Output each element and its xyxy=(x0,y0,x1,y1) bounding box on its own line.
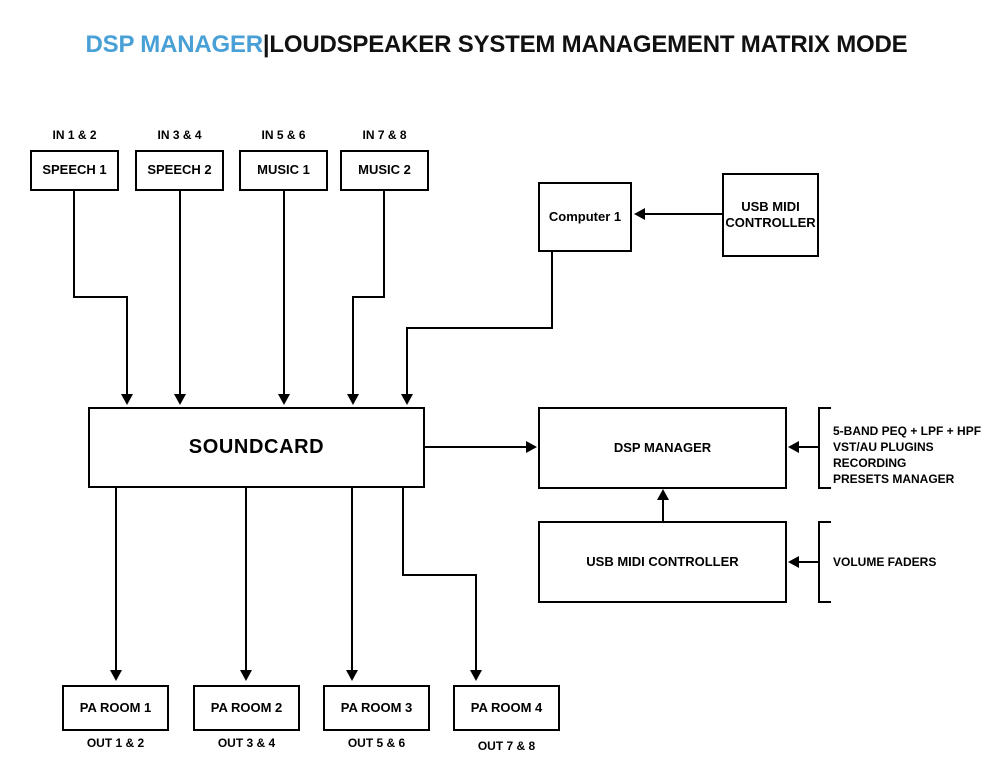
connector-speech1-arrowhead xyxy=(121,394,133,405)
dsp-features-bracket xyxy=(818,407,831,489)
dsp-features-list: 5-BAND PEQ + LPF + HPF VST/AU PLUGINS RE… xyxy=(833,424,981,488)
input-channel-label-2: IN 3 & 4 xyxy=(157,128,202,142)
volume-faders-bracket xyxy=(818,521,831,603)
soundcard-box[interactable]: SOUNDCARD xyxy=(88,407,425,488)
connector-out4-seg-h xyxy=(402,574,477,576)
page-title: DSP MANAGER|LOUDSPEAKER SYSTEM MANAGEMEN… xyxy=(0,31,993,59)
output-box-pa-room-1[interactable]: PA ROOM 1 xyxy=(62,685,169,731)
usb-midi-top-line-2: CONTROLLER xyxy=(725,215,816,230)
connector-music2-seg-h xyxy=(352,296,385,298)
connector-usbmidi-bottom-to-dsp-arrowhead xyxy=(657,489,669,500)
connector-music1-seg-v xyxy=(283,191,285,396)
connector-computer-arrowhead xyxy=(401,394,413,405)
volume-faders-connector-line xyxy=(799,561,819,563)
volume-faders-arrowhead xyxy=(788,556,799,568)
connector-computer-seg-v1 xyxy=(551,252,553,328)
connector-soundcard-to-dsp-line xyxy=(425,446,527,448)
connector-soundcard-to-dsp-arrowhead xyxy=(526,441,537,453)
dsp-features-connector-line xyxy=(799,446,819,448)
output-channel-label-1: OUT 1 & 2 xyxy=(86,736,145,750)
usb-midi-controller-bottom-box[interactable]: USB MIDI CONTROLLER xyxy=(538,521,787,603)
connector-music2-arrowhead xyxy=(347,394,359,405)
input-box-speech-1[interactable]: SPEECH 1 xyxy=(30,150,119,191)
connector-out4-seg-v1 xyxy=(402,488,404,576)
title-separator: | xyxy=(262,31,270,58)
input-box-music-1[interactable]: MUSIC 1 xyxy=(239,150,328,191)
connector-speech2-arrowhead xyxy=(174,394,186,405)
connector-usbmidi-to-computer xyxy=(645,213,722,215)
connector-out4-seg-v2 xyxy=(475,574,477,672)
input-channel-label-1: IN 1 & 2 xyxy=(52,128,97,142)
connector-music2-seg-v1 xyxy=(383,191,385,298)
dsp-features-arrowhead xyxy=(788,441,799,453)
connector-out1-arrowhead xyxy=(110,670,122,681)
output-channel-label-4: OUT 7 & 8 xyxy=(477,739,536,753)
input-box-music-2[interactable]: MUSIC 2 xyxy=(340,150,429,191)
connector-out3-arrowhead xyxy=(346,670,358,681)
connector-speech1-seg-v1 xyxy=(73,191,75,298)
volume-faders-label: VOLUME FADERS xyxy=(833,555,937,569)
usb-midi-top-line-1: USB MIDI xyxy=(741,198,800,214)
output-box-pa-room-3[interactable]: PA ROOM 3 xyxy=(323,685,430,731)
connector-usbmidi-to-computer-arrowhead xyxy=(634,208,645,220)
connector-out2-arrowhead xyxy=(240,670,252,681)
dsp-manager-box[interactable]: DSP MANAGER xyxy=(538,407,787,489)
connector-music2-seg-v2 xyxy=(352,296,354,396)
connector-speech1-seg-h xyxy=(73,296,128,298)
title-brand: DSP MANAGER xyxy=(85,31,264,58)
input-channel-label-4: IN 7 & 8 xyxy=(362,128,407,142)
computer-box[interactable]: Computer 1 xyxy=(538,182,632,252)
input-box-speech-2[interactable]: SPEECH 2 xyxy=(135,150,224,191)
title-subtitle: LOUDSPEAKER SYSTEM MANAGEMENT MATRIX MOD… xyxy=(269,31,908,58)
output-channel-label-2: OUT 3 & 4 xyxy=(217,736,276,750)
connector-speech2-seg-v xyxy=(179,191,181,396)
connector-computer-seg-v2 xyxy=(406,327,408,396)
connector-usbmidi-bottom-to-dsp-line xyxy=(662,500,664,521)
input-channel-label-3: IN 5 & 6 xyxy=(261,128,306,142)
dsp-feature-4: PRESETS MANAGER xyxy=(833,471,955,486)
output-channel-label-3: OUT 5 & 6 xyxy=(347,736,406,750)
connector-out1-seg-v xyxy=(115,488,117,672)
connector-out4-arrowhead xyxy=(470,670,482,681)
dsp-feature-3: RECORDING xyxy=(833,455,907,470)
dsp-feature-1: 5-BAND PEQ + LPF + HPF xyxy=(833,424,982,438)
output-box-pa-room-2[interactable]: PA ROOM 2 xyxy=(193,685,300,731)
connector-out3-seg-v xyxy=(351,488,353,672)
dsp-feature-2: VST/AU PLUGINS xyxy=(833,439,934,454)
connector-out2-seg-v xyxy=(245,488,247,672)
usb-midi-controller-top-box[interactable]: USB MIDI CONTROLLER xyxy=(722,173,819,257)
connector-music1-arrowhead xyxy=(278,394,290,405)
connector-speech1-seg-v2 xyxy=(126,296,128,396)
output-box-pa-room-4[interactable]: PA ROOM 4 xyxy=(453,685,560,731)
connector-computer-seg-h xyxy=(406,327,553,329)
